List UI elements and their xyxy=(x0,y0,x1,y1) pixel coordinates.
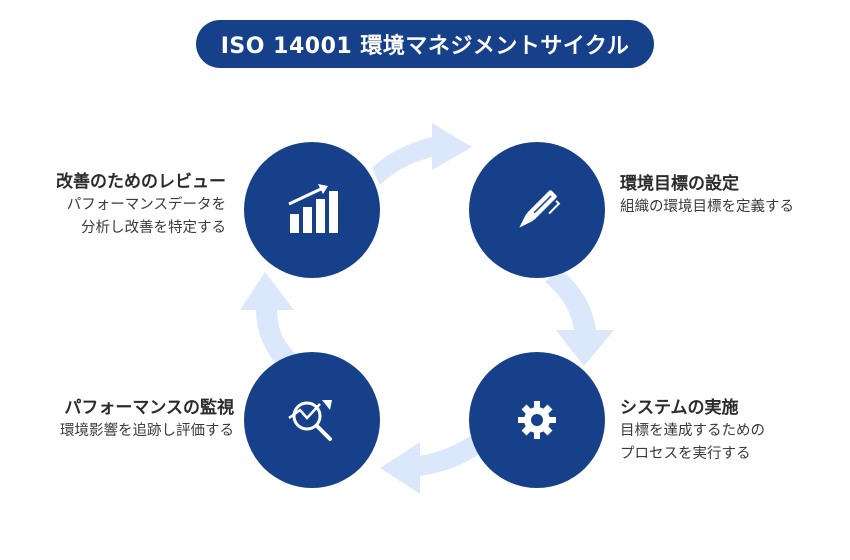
step-monitor-label: パフォーマンスの監視 環境影響を追跡し評価する xyxy=(10,396,234,443)
page-title: ISO 14001 環境マネジメントサイクル xyxy=(196,20,654,68)
arrow-monitor-to-review xyxy=(240,272,298,372)
step-monitor-heading: パフォーマンスの監視 xyxy=(64,398,234,418)
arrow-review-to-goal xyxy=(372,123,472,185)
growth-chart-icon xyxy=(288,184,338,233)
arrow-goal-to-impl xyxy=(545,268,614,366)
pen-icon xyxy=(519,190,561,228)
step-impl-label: システムの実施 目標を達成するための プロセスを実行する xyxy=(620,396,840,466)
step-review-node xyxy=(244,142,380,278)
step-impl-node xyxy=(469,352,605,488)
step-review-description-line1: パフォーマンスデータを xyxy=(66,197,226,213)
step-monitor-description: 環境影響を追跡し評価する xyxy=(60,423,234,439)
step-review-heading: 改善のためのレビュー xyxy=(56,172,226,192)
arrow-impl-to-monitor xyxy=(380,436,482,494)
step-monitor-node xyxy=(244,352,380,488)
step-impl-description-line1: 目標を達成するための xyxy=(620,423,765,439)
step-goal-description: 組織の環境目標を定義する xyxy=(620,199,794,215)
step-impl-heading: システムの実施 xyxy=(620,398,739,418)
step-review-description-line2: 分析し改善を特定する xyxy=(81,220,226,236)
gear-icon xyxy=(518,401,556,439)
step-goal-heading: 環境目標の設定 xyxy=(620,174,739,194)
step-review-label: 改善のためのレビュー パフォーマンスデータを 分析し改善を特定する xyxy=(10,170,226,240)
step-impl-description-line2: プロセスを実行する xyxy=(620,446,751,462)
step-goal-node xyxy=(469,142,605,278)
step-goal-label: 環境目標の設定 組織の環境目標を定義する xyxy=(620,172,840,219)
magnifier-chart-icon xyxy=(288,400,332,441)
